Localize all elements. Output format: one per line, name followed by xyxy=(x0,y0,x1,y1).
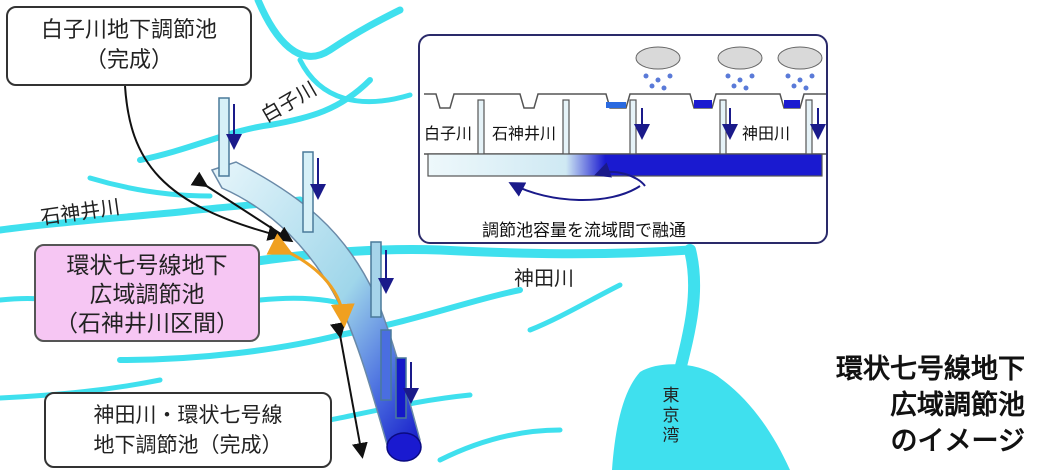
river-water xyxy=(784,100,800,108)
callout-line: 白子川地下調節池 xyxy=(40,18,217,43)
callout-line: 広域調節池 xyxy=(89,282,205,308)
inset-label-shirako: 白子川 xyxy=(424,120,473,144)
intake-shafts xyxy=(218,97,407,419)
storage-tunnel xyxy=(427,153,823,177)
shirako-branch xyxy=(297,57,413,104)
callout-line: （完成） xyxy=(84,48,173,73)
rain-cloud-icon xyxy=(635,46,823,70)
title-line: のイメージ xyxy=(890,426,1025,457)
label-tokyo-bay: 東京湾 xyxy=(662,386,680,446)
callout-line: （石神井川区間） xyxy=(55,311,239,337)
callout-line: 地下調節池（完成） xyxy=(93,433,283,457)
leader-lines xyxy=(124,85,368,459)
callout-ring7-wide-pond: 環状七号線地下 広域調節池 （石神井川区間） xyxy=(34,244,260,342)
span-shirako xyxy=(190,171,294,243)
transfer-arrow xyxy=(594,162,646,187)
callout-kanda-ring7-pond: 神田川・環状七号線 地下調節池（完成） xyxy=(44,392,332,468)
span-kanda xyxy=(329,321,368,459)
title-line: 環状七号線地下 xyxy=(836,354,1025,385)
shirako-river xyxy=(254,0,404,60)
tunnel-outlet xyxy=(386,432,422,462)
callout-line: 環状七号線地下 xyxy=(66,253,228,279)
inflow-arrows xyxy=(226,104,419,404)
transfer-arrow xyxy=(508,182,641,201)
inset-label-shakujii: 石神井川 xyxy=(492,120,557,144)
title-line: 広域調節池 xyxy=(890,390,1025,421)
river-water xyxy=(694,100,712,108)
shaft-shirako xyxy=(218,97,230,177)
tokyo-bay xyxy=(612,364,790,470)
minor-river-3 xyxy=(0,377,163,401)
shaft-lower-1 xyxy=(380,329,392,401)
inset-label-kanda: 神田川 xyxy=(742,120,791,144)
inset-drawing xyxy=(424,46,826,201)
diagram-title: 環状七号線地下 広域調節池 のイメージ xyxy=(836,352,1025,460)
shirako-river-lower xyxy=(137,77,373,163)
inset-inflow-arrows xyxy=(634,108,826,140)
inset-cross-section: 白子川 石神井川 神田川 調節池容量を流域間で融通 xyxy=(418,34,828,244)
callout-line: 神田川・環状七号線 xyxy=(93,403,283,427)
lower-river xyxy=(674,244,701,376)
rain-drops xyxy=(643,73,815,91)
shaft-kanda xyxy=(370,241,382,318)
river-water xyxy=(606,102,626,108)
callout-shirako-pond: 白子川地下調節池 （完成） xyxy=(6,6,252,86)
shaft-lower-2 xyxy=(395,357,407,419)
minor-river-6 xyxy=(527,282,623,333)
minor-river-5 xyxy=(437,427,563,463)
section-arrow-shakujii xyxy=(266,233,355,328)
shaft-shakujii xyxy=(302,151,314,233)
label-kanda-river: 神田川 xyxy=(514,266,574,290)
inset-caption: 調節池容量を流域間で融通 xyxy=(482,221,686,241)
